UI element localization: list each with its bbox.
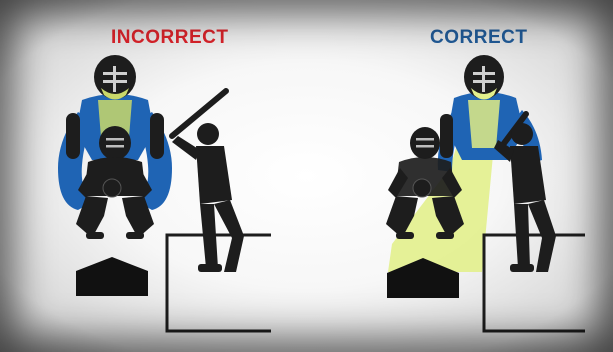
batters-box-lines [484, 235, 585, 331]
correct-panel [386, 55, 585, 331]
batters-box-lines [167, 235, 271, 331]
incorrect-panel [58, 55, 271, 331]
home-plate-icon [76, 257, 148, 296]
batter-figure [172, 91, 244, 272]
